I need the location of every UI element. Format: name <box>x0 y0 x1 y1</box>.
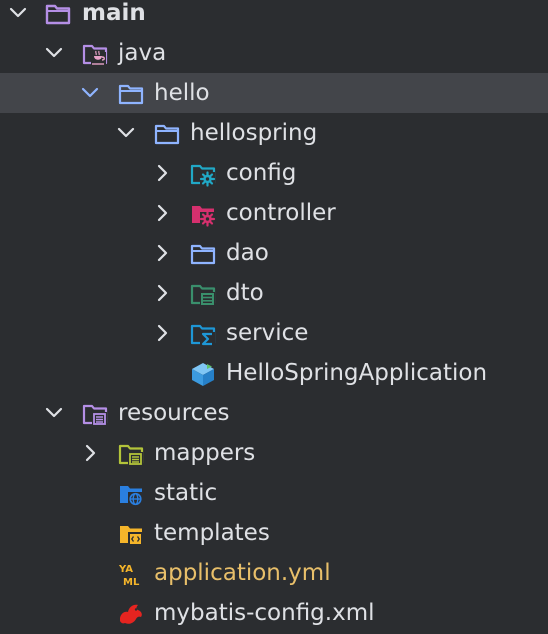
tree-item-dto[interactable]: dto <box>0 273 548 313</box>
tree-item-application-yml[interactable]: YA ML application.yml <box>0 553 548 593</box>
tree-item-config[interactable]: config <box>0 153 548 193</box>
tree-item-static[interactable]: static <box>0 473 548 513</box>
templates-folder-icon <box>120 526 143 546</box>
tree-item-label: java <box>118 40 167 66</box>
tree-item-label: mappers <box>154 440 256 466</box>
chevron-down-icon[interactable] <box>116 123 136 143</box>
dto-folder-icon <box>190 284 216 306</box>
chevron-right-icon[interactable] <box>152 323 172 343</box>
package-folder-icon <box>154 124 180 145</box>
tree-item-main[interactable]: main <box>0 0 548 33</box>
service-folder-icon <box>190 324 216 346</box>
yaml-file-icon: YA ML <box>118 564 140 587</box>
tree-item-label: controller <box>226 200 336 226</box>
chevron-down-icon[interactable] <box>44 43 64 63</box>
controller-folder-icon <box>192 206 216 227</box>
tree-item-dao[interactable]: dao <box>0 233 548 273</box>
java-source-folder-icon <box>82 44 108 65</box>
tree-item-hello[interactable]: hello <box>0 73 548 113</box>
tree-item-label: resources <box>118 400 230 426</box>
tree-item-label: hellospring <box>190 120 318 146</box>
tree-item-resources[interactable]: resources <box>0 393 548 433</box>
tree-item-hellospringapplication[interactable]: HelloSpringApplication <box>0 353 548 393</box>
mybatis-xml-file-icon <box>120 604 142 624</box>
tree-item-mybatis-config-xml[interactable]: mybatis-config.xml <box>0 593 548 633</box>
tree-item-label: service <box>226 320 309 346</box>
chevron-down-icon[interactable] <box>8 3 28 23</box>
tree-item-hellospring[interactable]: hellospring <box>0 113 548 153</box>
tree-item-java[interactable]: java <box>0 33 548 73</box>
tree-item-label: application.yml <box>154 560 331 586</box>
tree-item-label: static <box>154 480 218 506</box>
chevron-right-icon[interactable] <box>152 243 172 263</box>
tree-item-label: dto <box>226 280 264 306</box>
tree-item-mappers[interactable]: mappers <box>0 433 548 473</box>
chevron-right-icon[interactable] <box>152 163 172 183</box>
tree-item-label: hello <box>154 80 210 106</box>
svg-text:YA: YA <box>118 564 133 575</box>
tree-item-templates[interactable]: templates <box>0 513 548 553</box>
svg-text:ML: ML <box>123 577 140 587</box>
tree-item-controller[interactable]: controller <box>0 193 548 233</box>
chevron-right-icon[interactable] <box>152 203 172 223</box>
resources-folder-icon <box>82 404 108 426</box>
tree-item-service[interactable]: service <box>0 313 548 353</box>
tree-item-label: dao <box>226 240 269 266</box>
folder-icon <box>45 4 71 25</box>
chevron-right-icon[interactable] <box>80 443 100 463</box>
package-folder-icon <box>118 84 144 105</box>
mappers-folder-icon <box>118 444 144 466</box>
spring-boot-application-icon <box>192 363 214 386</box>
chevron-down-icon[interactable] <box>80 83 100 103</box>
package-folder-icon <box>190 244 216 265</box>
tree-item-label: HelloSpringApplication <box>226 360 488 386</box>
static-web-folder-icon <box>120 486 143 506</box>
tree-item-label: mybatis-config.xml <box>154 600 375 626</box>
chevron-down-icon[interactable] <box>44 403 64 423</box>
config-folder-icon <box>190 164 216 187</box>
tree-item-label: config <box>226 160 297 186</box>
chevron-right-icon[interactable] <box>152 283 172 303</box>
tree-item-label: templates <box>154 520 270 546</box>
tree-item-label: main <box>82 0 146 26</box>
